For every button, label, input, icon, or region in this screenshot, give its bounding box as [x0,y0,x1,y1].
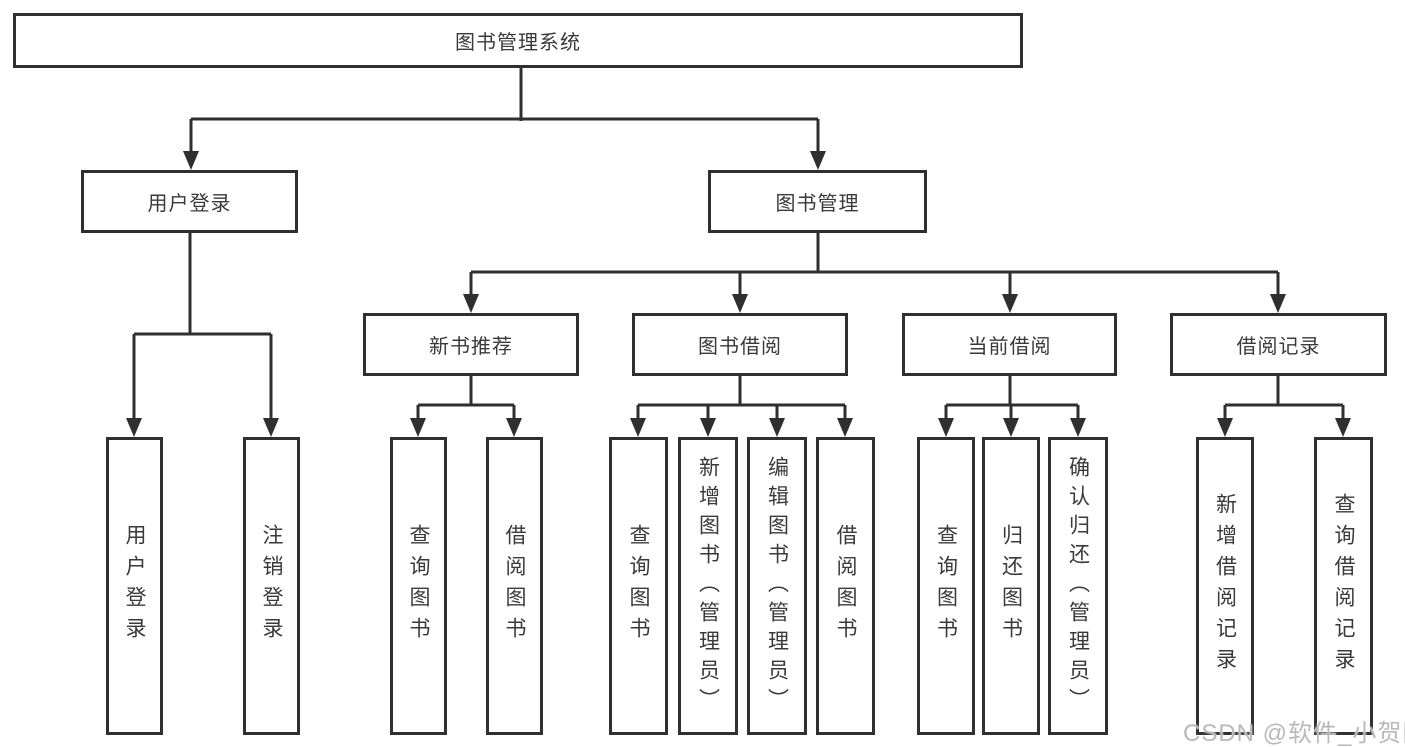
leaf-return-books: 归还图书 [982,437,1040,735]
leaf-query-books-current: 查询图书 [917,437,975,735]
node-book-management: 图书管理 [708,170,927,233]
leaf-confirm-return-admin: 确认归还（管理员） [1048,437,1108,735]
watermark: CSDN @软件_小贺同学 [1183,720,1405,747]
leaf-query-borrow-record: 查询借阅记录 [1314,437,1373,735]
node-current-borrow: 当前借阅 [902,313,1117,376]
node-book-borrow: 图书借阅 [632,313,848,376]
leaf-borrow-books: 借阅图书 [816,437,875,735]
leaf-borrow-books-recommend: 借阅图书 [486,437,543,735]
node-root: 图书管理系统 [13,13,1023,68]
node-user-login: 用户登录 [81,170,298,233]
leaf-query-books-borrow: 查询图书 [609,437,668,735]
arrowheads [126,151,1351,437]
leaf-edit-books-admin: 编辑图书（管理员） [747,437,807,735]
node-borrow-records: 借阅记录 [1170,313,1387,376]
leaf-user-login: 用户登录 [106,437,163,735]
node-new-book-recommend: 新书推荐 [363,313,579,376]
leaf-query-books-recommend: 查询图书 [390,437,447,735]
leaf-add-books-admin: 新增图书（管理员） [678,437,738,735]
leaf-add-borrow-record: 新增借阅记录 [1196,437,1254,735]
leaf-logout: 注销登录 [243,437,300,735]
